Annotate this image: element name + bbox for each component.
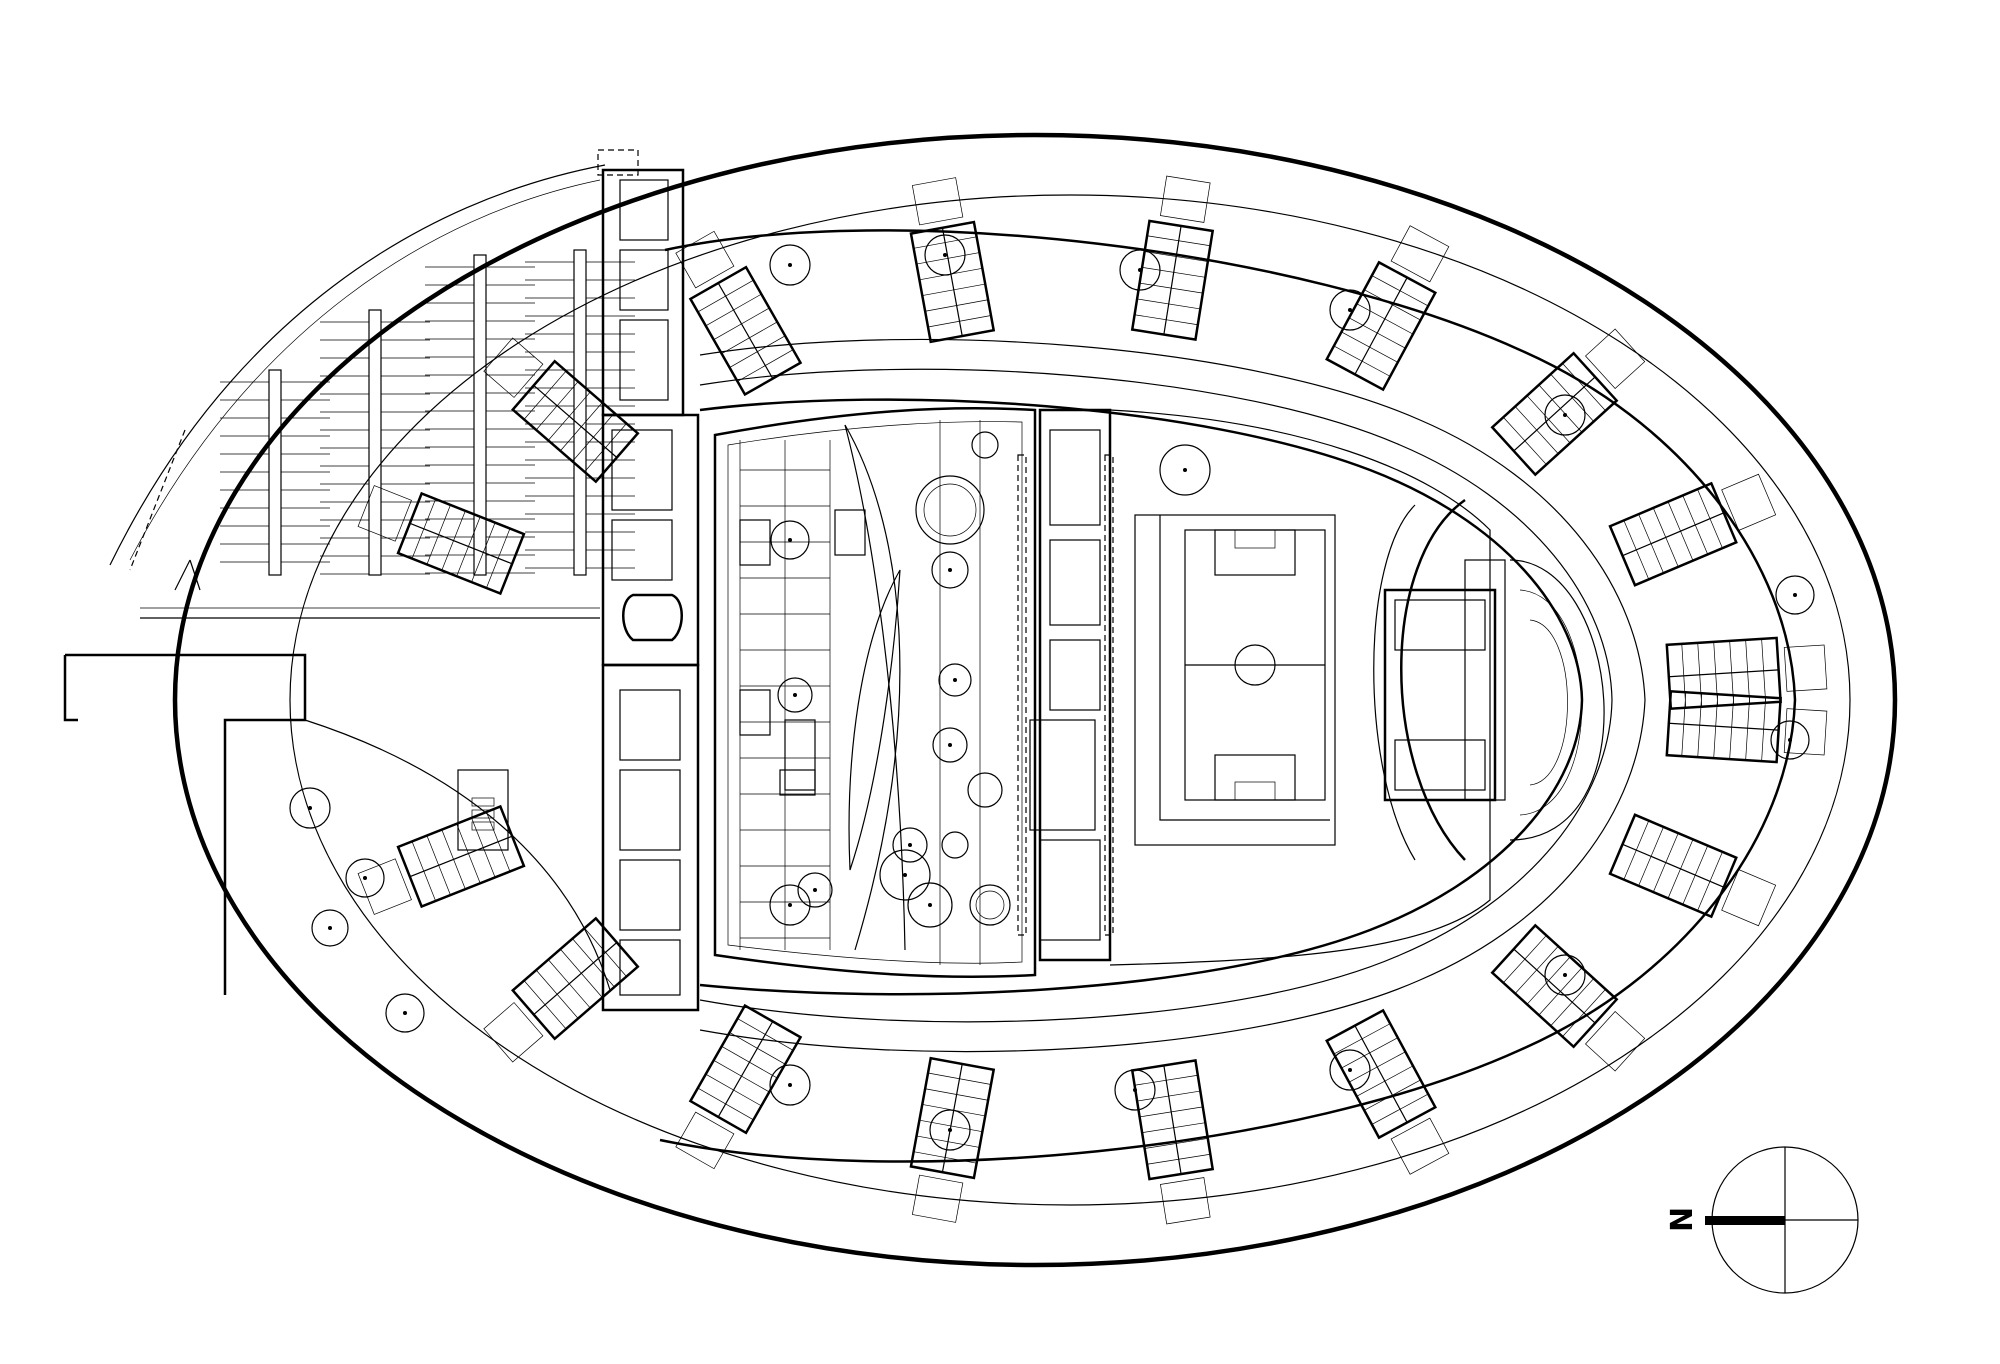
tree-icon xyxy=(385,993,425,1033)
unit-cluster xyxy=(675,230,803,397)
service-block xyxy=(1017,408,1114,962)
ring-corridor-inner xyxy=(699,368,1613,1023)
hall-path-left xyxy=(844,424,901,951)
ring-units xyxy=(357,175,1828,1225)
unit-cluster xyxy=(1608,473,1777,587)
unit-cluster xyxy=(1490,923,1646,1072)
tree-icon xyxy=(924,234,966,276)
hall-round-feature xyxy=(915,475,985,545)
parking-island xyxy=(368,309,382,576)
unit-cluster xyxy=(675,1003,803,1170)
tree-icon xyxy=(1119,249,1161,291)
trees xyxy=(289,234,1815,1151)
tree-icon xyxy=(1329,1049,1371,1091)
unit-cluster xyxy=(357,804,526,915)
tree-icon xyxy=(797,872,833,908)
ring-corridor-outer xyxy=(699,338,1646,1053)
hall-outline xyxy=(713,407,1037,979)
unit-cluster xyxy=(483,916,640,1063)
outer-ellipse xyxy=(172,132,1898,1268)
tree-icon xyxy=(769,1064,811,1106)
stair-core xyxy=(622,593,683,642)
parking-island xyxy=(473,254,487,576)
tree-icon xyxy=(938,663,972,697)
garden-pavilion xyxy=(457,769,509,851)
unit-cluster xyxy=(1325,1008,1450,1175)
parking-island xyxy=(268,369,282,576)
tree-icon xyxy=(1775,575,1815,615)
tree-icon xyxy=(892,827,928,863)
hall-path-right xyxy=(844,424,906,951)
site-boundary xyxy=(172,132,1898,1268)
parking-aisles xyxy=(220,249,635,576)
parking-curve-edge xyxy=(109,164,606,566)
tree-icon xyxy=(345,858,385,898)
west-block xyxy=(597,149,700,1012)
unit-cluster xyxy=(1665,689,1828,764)
tree-icon xyxy=(770,520,810,560)
tree-icon xyxy=(1114,1069,1156,1111)
tree-icon xyxy=(879,849,931,901)
tree-icon xyxy=(907,882,953,928)
ring-outer-facade xyxy=(659,229,1797,1163)
north-label: N xyxy=(1665,1207,1700,1232)
southwest-garden xyxy=(63,653,611,995)
tree-icon xyxy=(931,551,969,589)
unit-cluster xyxy=(357,485,526,596)
curved-terrace xyxy=(1509,559,1605,841)
tree-icon xyxy=(929,1109,971,1151)
unit-cluster xyxy=(1665,636,1828,711)
unit-cluster xyxy=(1608,813,1777,927)
inner-ring-path xyxy=(289,194,1851,1206)
ring-courtyard-facade xyxy=(699,398,1584,996)
tree-icon xyxy=(289,787,331,829)
unit-cluster xyxy=(1130,1059,1215,1225)
unit-cluster xyxy=(1130,175,1215,341)
north-arrow-icon: N xyxy=(1665,1146,1859,1294)
parking-lot xyxy=(109,164,635,619)
courtyard xyxy=(1109,409,1605,966)
hall-pool xyxy=(848,569,901,871)
tree-icon xyxy=(1329,289,1371,331)
unit-cluster xyxy=(909,177,996,344)
tree-icon xyxy=(1544,954,1586,996)
sports-hall xyxy=(1383,588,1497,802)
tree-icon xyxy=(777,677,813,713)
unit-cluster xyxy=(1325,225,1450,392)
tree-icon xyxy=(932,727,968,763)
tree-icon xyxy=(769,244,811,286)
tree-icon xyxy=(1159,444,1211,496)
tree-icon xyxy=(769,884,811,926)
north-pointer xyxy=(1705,1216,1785,1225)
tree-icon xyxy=(1544,394,1586,436)
garden-path-curve xyxy=(304,719,611,991)
unit-cluster xyxy=(1490,328,1646,477)
tree-icon xyxy=(1770,720,1810,760)
parking-island xyxy=(573,249,587,576)
unit-cluster xyxy=(483,337,640,484)
central-hall xyxy=(713,407,1037,979)
football-pitch xyxy=(1134,514,1336,846)
tree-icon xyxy=(311,909,349,947)
